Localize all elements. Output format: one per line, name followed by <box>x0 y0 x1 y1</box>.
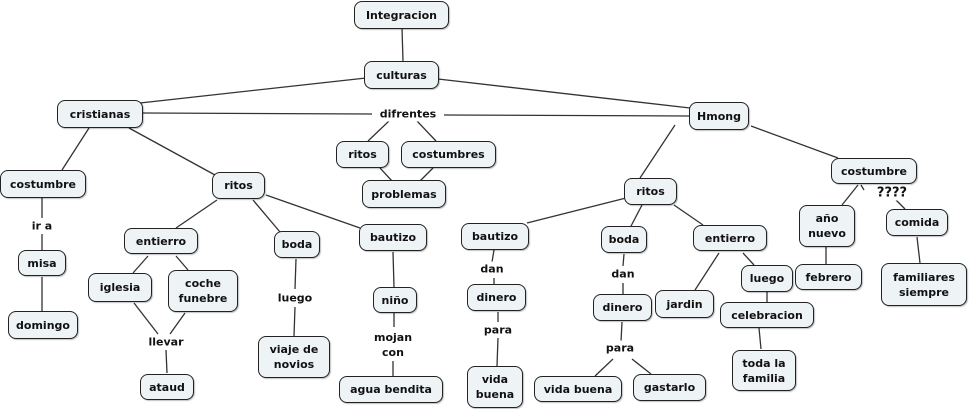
node-culturas[interactable]: culturas <box>364 61 439 89</box>
connector <box>594 358 614 377</box>
connector <box>526 197 627 224</box>
connector <box>175 255 189 271</box>
connector <box>252 199 281 233</box>
connector <box>437 78 691 109</box>
node-cristianas-entierro[interactable]: entierro <box>124 228 198 254</box>
node-febrero[interactable]: febrero <box>795 264 862 290</box>
connector <box>401 27 404 62</box>
connector <box>379 167 393 182</box>
connector <box>639 124 676 179</box>
link-label-questions: ???? <box>874 185 910 201</box>
node-comida[interactable]: comida <box>886 209 948 236</box>
node-gastarlo[interactable]: gastarlo <box>633 374 706 401</box>
node-toda-la-familia[interactable]: toda la familia <box>732 350 796 391</box>
connector <box>694 252 720 291</box>
node-hmong-entierro[interactable]: entierro <box>693 225 767 251</box>
node-hmong-vida-buena-1[interactable]: vida buena <box>467 366 523 408</box>
node-domingo[interactable]: domingo <box>8 311 78 339</box>
connector <box>673 204 704 226</box>
node-hmong[interactable]: Hmong <box>689 102 749 130</box>
connector <box>165 349 168 374</box>
node-hmong-vida-buena-2[interactable]: vida buena <box>534 376 622 402</box>
connector <box>631 358 652 375</box>
link-label-difrentes: difrentes <box>377 106 439 122</box>
connector <box>742 252 755 266</box>
connector <box>392 251 395 288</box>
connector <box>128 127 216 176</box>
connector <box>758 327 762 350</box>
connector <box>620 321 623 343</box>
connector <box>860 184 865 191</box>
connector <box>293 306 296 337</box>
node-ano-nuevo[interactable]: año nuevo <box>799 205 855 247</box>
node-cristianas-costumbre[interactable]: costumbre <box>0 170 86 198</box>
link-label-llevar: llevar <box>146 334 186 350</box>
connector <box>139 77 367 104</box>
node-problemas[interactable]: problemas <box>362 180 446 208</box>
connector <box>175 199 218 229</box>
connector <box>750 125 839 159</box>
connector <box>496 337 499 367</box>
node-familiares-siempre[interactable]: familiares siempre <box>881 263 967 306</box>
connector <box>443 114 691 117</box>
connector <box>133 302 159 335</box>
connector <box>416 120 437 142</box>
connector <box>622 253 625 267</box>
node-difrentes-ritos[interactable]: ritos <box>336 141 389 168</box>
link-label-dan: dan <box>478 261 506 277</box>
node-luego[interactable]: luego <box>741 265 793 292</box>
node-celebracion[interactable]: celebracion <box>720 302 814 328</box>
node-difrentes-costumbres[interactable]: costumbres <box>401 141 496 168</box>
node-coche-funebre[interactable]: coche funebre <box>168 270 238 312</box>
connector <box>419 167 434 182</box>
connector <box>294 258 297 290</box>
node-cristianas-ritos[interactable]: ritos <box>212 172 265 199</box>
link-label-ir-a: ir a <box>29 218 55 234</box>
node-hmong-dinero-2[interactable]: dinero <box>593 294 652 321</box>
connector <box>132 255 149 274</box>
connector <box>841 184 859 206</box>
connector <box>61 127 90 171</box>
link-label-para: para <box>481 322 515 338</box>
connector <box>895 199 906 210</box>
node-ataud[interactable]: ataud <box>140 374 194 400</box>
node-misa[interactable]: misa <box>18 250 66 276</box>
node-hmong-boda[interactable]: boda <box>601 226 647 253</box>
node-hmong-bautizo[interactable]: bautizo <box>461 223 529 250</box>
node-hmong-dinero-1[interactable]: dinero <box>467 284 526 311</box>
node-agua-bendita[interactable]: agua bendita <box>339 376 443 403</box>
node-nino[interactable]: niño <box>373 287 417 313</box>
connector <box>265 194 361 229</box>
node-hmong-ritos[interactable]: ritos <box>624 178 677 205</box>
connector <box>491 249 495 263</box>
node-cristianas[interactable]: cristianas <box>57 100 143 128</box>
node-viaje-de-novios[interactable]: viaje de novios <box>258 336 330 378</box>
link-label-para: para <box>603 340 637 356</box>
link-label-mojan-con: mojan con <box>371 330 415 360</box>
link-label-luego: luego <box>275 290 315 306</box>
connector <box>629 204 643 229</box>
connector <box>916 236 921 264</box>
connector <box>142 112 373 115</box>
link-label-dan: dan <box>609 266 637 282</box>
node-integracion[interactable]: Integracion <box>354 1 449 29</box>
connector <box>367 120 390 142</box>
node-cristianas-bautizo[interactable]: bautizo <box>359 224 427 251</box>
node-iglesia[interactable]: iglesia <box>88 273 152 302</box>
node-cristianas-boda[interactable]: boda <box>274 231 320 258</box>
node-hmong-costumbre[interactable]: costumbre <box>831 158 917 184</box>
node-jardin[interactable]: jardin <box>655 290 714 318</box>
connector <box>169 312 186 335</box>
